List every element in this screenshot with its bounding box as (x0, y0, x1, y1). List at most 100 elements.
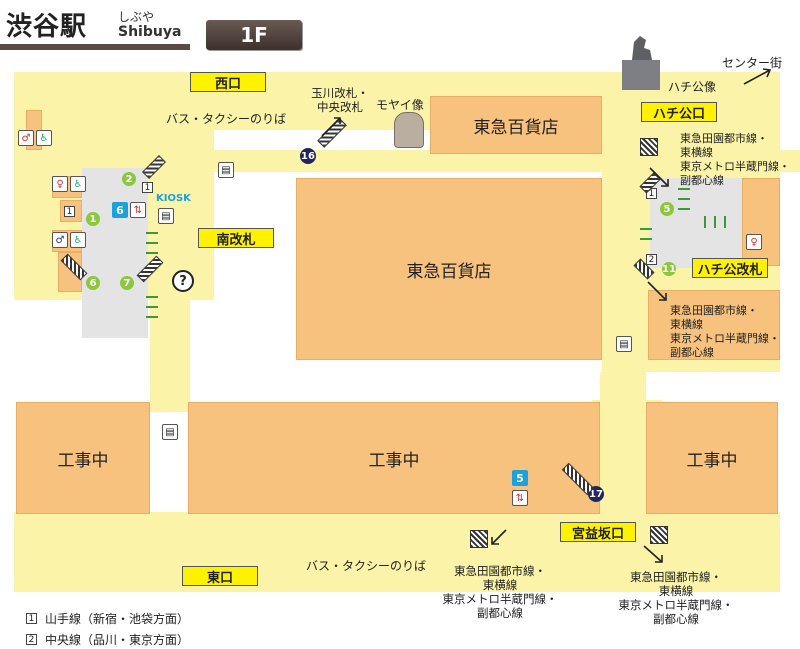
lines-mid-2: 東横線 (670, 318, 703, 331)
lines-bottom-left-4: 副都心線 (477, 606, 523, 620)
construction-label-3: 工事中 (686, 450, 738, 471)
hachiko-gate-bar-5 (714, 216, 716, 228)
construction-block-3: 工事中 (646, 402, 778, 514)
station-title: 渋谷駅 (6, 12, 88, 42)
south-gate-label: 南改札 (198, 228, 274, 248)
hachiko-concourse-floor (650, 178, 745, 268)
lines-top-3: 東京メトロ半蔵門線・ (680, 160, 790, 173)
lines-bottom-left-1: 東急田園都市線・ (454, 564, 546, 578)
legend: 1 山手線（新宿・池袋方面） 2 中央線（品川・東京方面） (26, 610, 189, 648)
locker-icon-2: ▤ (158, 208, 174, 224)
marker-6-west: 6 (86, 276, 100, 290)
construction-block-2: 工事中 (188, 402, 600, 514)
restroom-icon-3: ♂ (52, 232, 68, 248)
legend-num-2: 2 (26, 634, 37, 645)
locker-icon-1: ▤ (218, 162, 234, 178)
restroom-icon-2: ♀ (52, 176, 68, 192)
accessible-icon-3: ♿ (70, 232, 86, 248)
south-east-block (648, 290, 780, 360)
lines-bottom-right-2: 東横線 (658, 584, 694, 598)
legend-text-1: 山手線（新宿・池袋方面） (45, 612, 190, 626)
hachiko-exit-label: ハチ公口 (641, 102, 717, 122)
marker-11-hachiko: 11 (662, 262, 676, 276)
south-gate-bar-1 (146, 232, 158, 234)
accessible-icon-2: ♿ (70, 176, 86, 192)
south-gate-bar-6 (146, 316, 158, 318)
west-exit-label: 西口 (190, 72, 266, 92)
elevator-icon-west: ⇅ (130, 202, 146, 218)
station-kana: しぶや (118, 10, 155, 24)
hachiko-gate-bar-8 (640, 238, 652, 240)
restroom-icon: ♂ (18, 130, 34, 146)
bus-taxi-bottom-label: バス・タクシーのりば (306, 559, 427, 573)
restroom-icon-hachiko: ♀ (746, 234, 762, 250)
exit-6-marker: 6 (112, 202, 128, 218)
hachiko-gate-label: ハチ公改札 (692, 258, 768, 278)
corridor-bottom (14, 512, 780, 592)
legend-item-1: 1 山手線（新宿・池袋方面） (26, 610, 189, 627)
south-gate-bar-5 (146, 306, 158, 308)
lines-mid-3: 東京メトロ半蔵門線・ (670, 332, 780, 345)
east-exit-label: 東口 (182, 566, 258, 586)
corridor-link-left (150, 372, 190, 412)
stairs-hachiko-2 (640, 138, 658, 156)
marker-1-west: 1 (86, 212, 100, 226)
south-gate-bar-3 (146, 252, 158, 254)
lines-bottom-left-3: 東京メトロ半蔵門線・ (442, 592, 558, 606)
stairs-bottom-right (650, 526, 668, 544)
accessible-icon: ♿ (36, 130, 52, 146)
legend-num-1: 1 (26, 613, 37, 624)
bus-taxi-top-label: バス・タクシーのりば (166, 112, 287, 126)
construction-block-1: 工事中 (16, 402, 150, 514)
hachiko-gate-bar-4 (704, 216, 706, 228)
legend-text-2: 中央線（品川・東京方面） (45, 633, 190, 647)
tamagawa-gate-text-2: 中央改札 (317, 100, 363, 114)
tokyu-annex-block: 東急百貨店 (430, 96, 602, 154)
center-gai-label: センター街 (722, 56, 783, 70)
line-marker-1-west: 1 (142, 182, 153, 193)
exit-5-marker: 5 (512, 470, 528, 486)
info-icon[interactable]: ? (172, 270, 194, 292)
tokyu-annex-label: 東急百貨店 (473, 117, 559, 138)
lines-mid-4: 副都心線 (670, 346, 714, 359)
hachiko-statue-icon (620, 30, 662, 90)
west-concourse-floor (82, 168, 148, 338)
lines-top-1: 東急田園都市線・ (680, 132, 768, 145)
south-gate-bar-2 (146, 242, 158, 244)
locker-icon-3: ▤ (162, 424, 178, 440)
elevator-icon-east: ⇅ (512, 490, 528, 506)
kiosk-label: KIOSK (156, 193, 191, 204)
hachiko-gate-bar-7 (640, 228, 652, 230)
construction-label-2: 工事中 (368, 450, 420, 471)
lines-top-4: 副都心線 (680, 174, 724, 187)
lines-bottom-left-2: 東横線 (482, 578, 518, 592)
exit-16-marker[interactable]: 16 (300, 148, 316, 164)
station-romaji: Shibuya (118, 24, 182, 40)
title-underline (0, 44, 190, 50)
hachiko-gate-bar-1 (678, 188, 690, 190)
hachiko-statue-label: ハチ公像 (668, 80, 717, 94)
marker-2-west: 2 (122, 172, 136, 186)
tokyu-main-block: 東急百貨店 (296, 178, 602, 360)
lines-mid-1: 東急田園都市線・ (670, 304, 758, 317)
line-marker-1-west-b: 1 (64, 206, 75, 217)
direction-arrows (321, 68, 772, 563)
hachiko-gate-bar-2 (678, 198, 690, 200)
locker-icon-4: ▤ (616, 336, 632, 352)
south-gate-bar-4 (146, 296, 158, 298)
marker-5-hachiko: 5 (660, 202, 674, 216)
moyai-label: モヤイ像 (376, 98, 424, 112)
floor-badge: 1F (206, 20, 302, 50)
tamagawa-gate-text-1: 玉川改札・ (311, 86, 369, 100)
line-marker-2-hachiko: 2 (646, 254, 657, 265)
lines-bottom-right-4: 副都心線 (653, 612, 699, 626)
lines-top-2: 東横線 (680, 146, 713, 159)
tokyu-main-label: 東急百貨店 (406, 261, 492, 282)
lines-bottom-right-3: 東京メトロ半蔵門線・ (618, 598, 734, 612)
marker-7-west: 7 (120, 276, 134, 290)
corridor-taxi (14, 98, 434, 130)
stairs-bottom-left (470, 530, 488, 548)
legend-item-2: 2 中央線（品川・東京方面） (26, 631, 189, 648)
hachiko-gate-bar-3 (678, 208, 690, 210)
